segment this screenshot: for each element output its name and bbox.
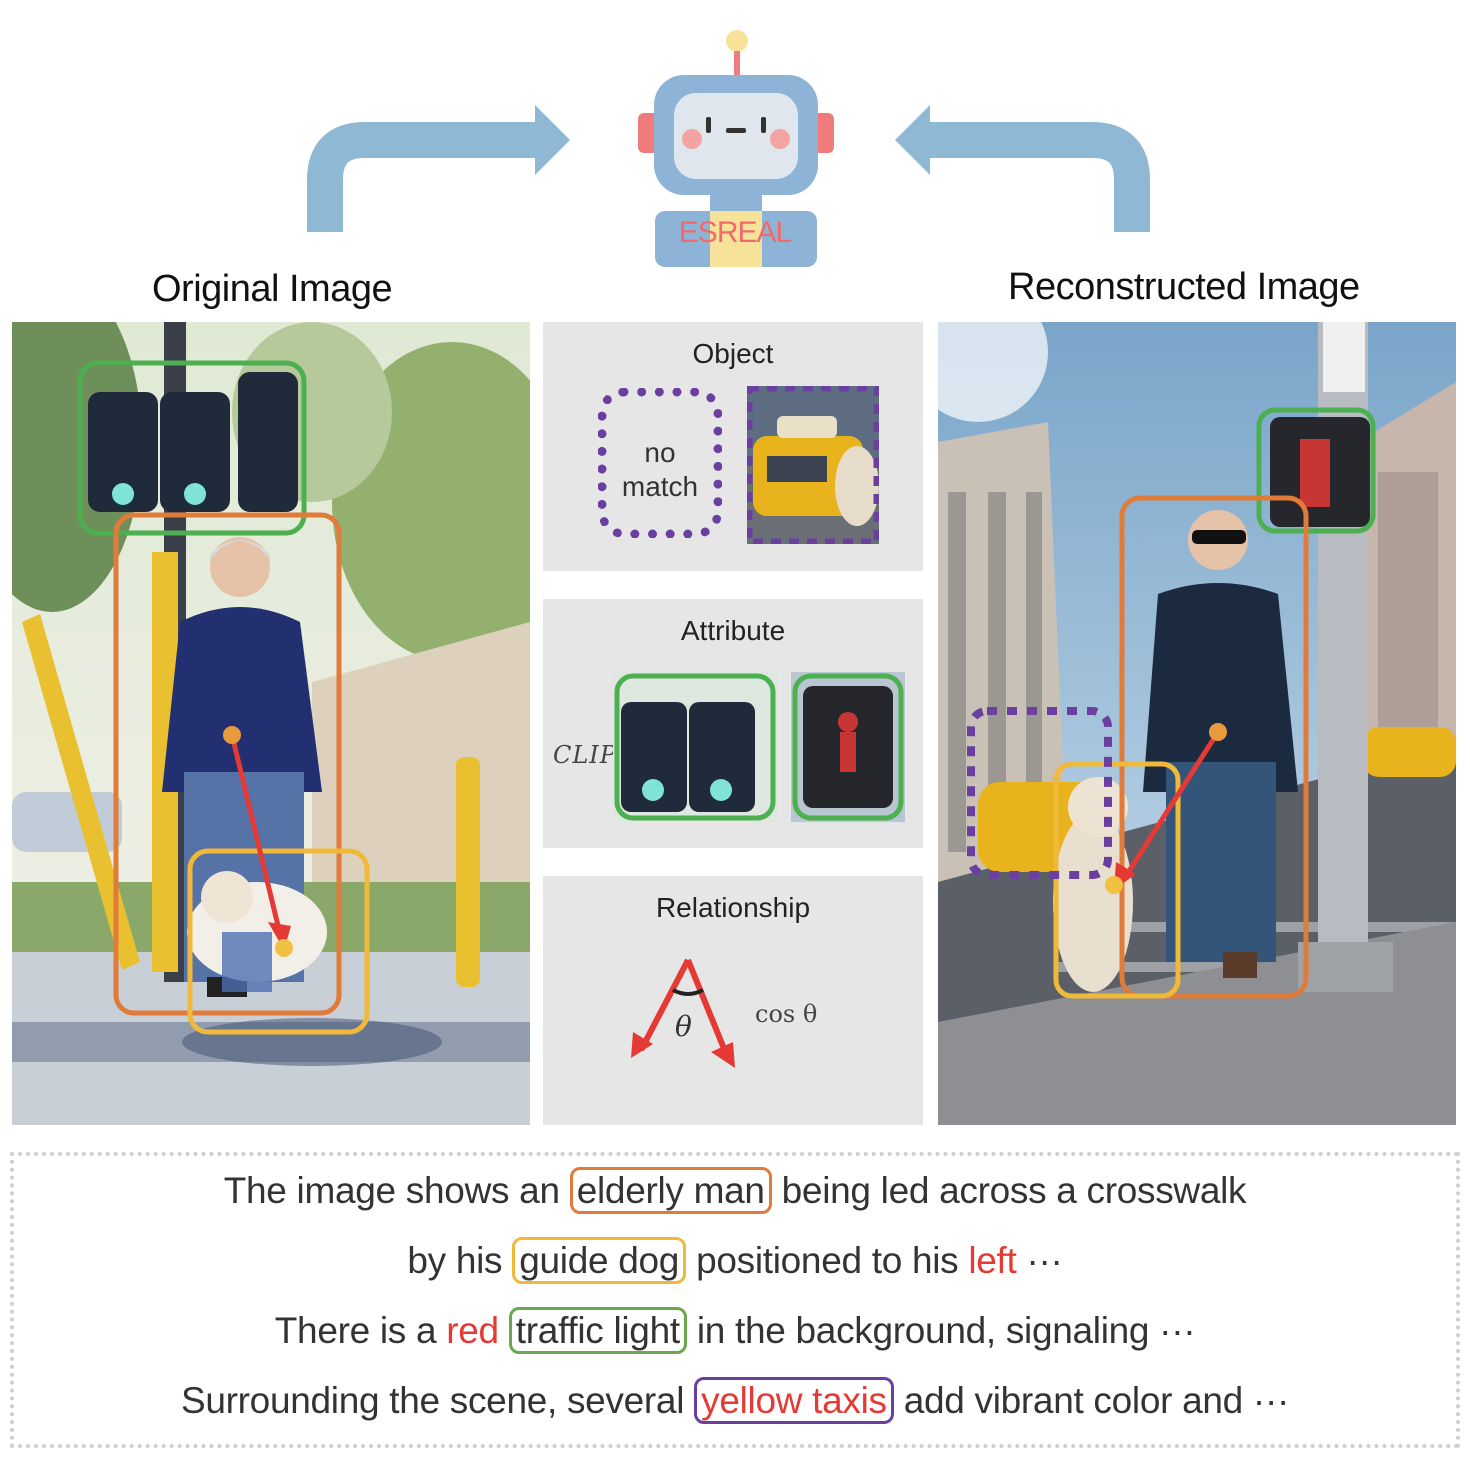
elderly-man-phrase: elderly man	[569, 1167, 772, 1214]
no-match-box: no match	[598, 388, 722, 538]
theta-label: θ	[675, 1010, 692, 1043]
original-image-heading: Original Image	[152, 268, 393, 310]
caption-line-3: There is a red traffic light in the back…	[14, 1307, 1456, 1354]
right-flow-arrowhead	[895, 105, 930, 175]
original-image	[12, 322, 530, 1125]
left-flow-arrow	[307, 122, 540, 232]
traffic-light-phrase: traffic light	[508, 1307, 687, 1354]
elderly-man-box	[113, 512, 342, 1016]
reconstructed-image-heading: Reconstructed Image	[1008, 266, 1360, 308]
original-light-crop-image	[613, 672, 777, 822]
no-match-word-2: match	[621, 471, 699, 502]
reconstructed-guide-dog-box	[1053, 761, 1181, 999]
guide-dog-phrase: guide dog	[512, 1237, 687, 1284]
robot-mascot-icon	[638, 30, 834, 267]
caption-line-2-before: by his	[407, 1240, 503, 1281]
reconstructed-traffic-light-box	[1256, 407, 1376, 534]
caption-box: The image shows an elderly man being led…	[10, 1152, 1460, 1448]
traffic-light-box	[77, 360, 307, 536]
attribute-panel-title: Attribute	[680, 615, 786, 646]
guide-dog-box	[187, 848, 370, 1035]
caption-line-3-after: in the background, signaling ···	[696, 1310, 1196, 1351]
caption-line-1-after: being led across a crosswalk	[781, 1170, 1247, 1211]
cos-theta-label: cos θ	[755, 1000, 818, 1028]
relationship-panel: Relationship θ cos θ	[543, 876, 923, 1125]
caption-line-2-middle: positioned to his	[696, 1240, 959, 1281]
relationship-panel-title: Relationship	[655, 892, 811, 923]
object-panel-title: Object	[692, 338, 774, 369]
robot-label: ESREAL	[678, 216, 792, 249]
no-match-word-1: no	[644, 437, 676, 468]
caption-line-2-after: ···	[1026, 1240, 1063, 1281]
reconstructed-elderly-man-box	[1119, 495, 1309, 999]
caption-line-4-before: Surrounding the scene, several	[180, 1380, 685, 1421]
caption-line-3-before: There is a	[274, 1310, 437, 1351]
hallucinated-left-word: left	[968, 1240, 1017, 1281]
hallucinated-red-word: red	[446, 1310, 499, 1351]
left-flow-arrowhead	[535, 105, 570, 175]
caption-line-4: Surrounding the scene, several yellow ta…	[14, 1377, 1456, 1424]
caption-line-1: The image shows an elderly man being led…	[14, 1167, 1456, 1214]
angle-vectors-diagram	[631, 958, 735, 1068]
clip-label: CLIP	[553, 741, 617, 769]
attribute-panel: Attribute CLIP	[543, 599, 923, 848]
caption-line-4-after: add vibrant color and ···	[903, 1380, 1290, 1421]
taxi-box	[967, 707, 1112, 879]
taxi-crop-image	[747, 386, 879, 544]
caption-line-1-before: The image shows an	[223, 1170, 560, 1211]
caption-line-2: by his guide dog positioned to his left …	[14, 1237, 1456, 1284]
yellow-taxis-phrase: yellow taxis	[694, 1377, 894, 1424]
object-panel: Object no match	[543, 322, 923, 571]
flow-arrows	[307, 105, 1150, 232]
reconstructed-light-crop-image	[791, 672, 905, 822]
right-flow-arrow	[925, 122, 1150, 232]
reconstructed-image	[938, 322, 1456, 1125]
